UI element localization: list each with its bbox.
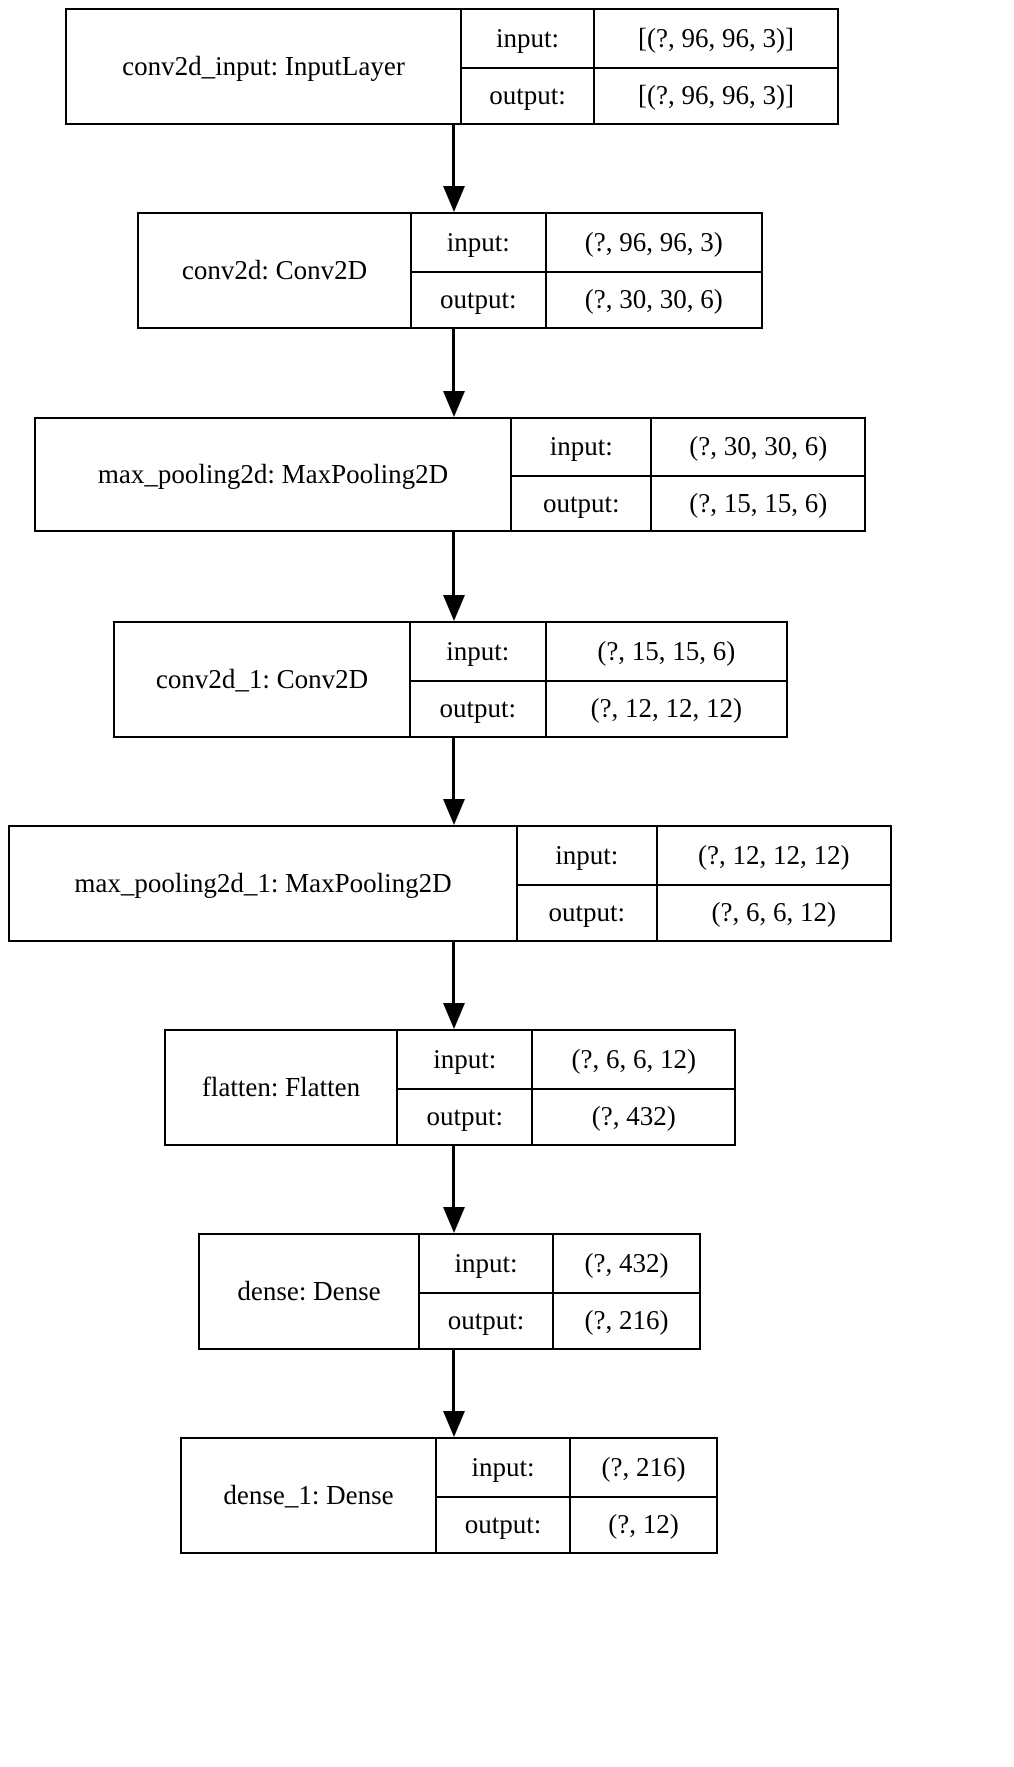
input-label: input: xyxy=(495,22,559,53)
io-row-output: output: [(?, 96, 96, 3)] xyxy=(462,66,837,123)
node-label: dense: Dense xyxy=(237,1275,381,1306)
input-shape-value: (?, 432) xyxy=(552,1235,699,1292)
edge-line xyxy=(452,532,455,597)
input-shape-value: [(?, 96, 96, 3)] xyxy=(593,10,837,67)
edge-line xyxy=(452,125,455,188)
io-row-output: output: (?, 12) xyxy=(437,1495,716,1552)
output-shape-value: (?, 432) xyxy=(531,1089,734,1144)
input-shape-value: (?, 96, 96, 3) xyxy=(544,214,761,271)
node-dense: dense: Dense input: (?, 432) output: (?, 216… xyxy=(198,1233,701,1350)
io-row-input: input: (?, 432) xyxy=(420,1235,699,1292)
output-label: output: xyxy=(440,284,517,315)
node-io-table: input: (?, 96, 96, 3) output: (?, 30, 30, 6… xyxy=(410,214,761,327)
io-row-output: output: (?, 12, 12, 12) xyxy=(411,679,786,736)
arrow-head-icon xyxy=(443,1207,465,1233)
input-shape-value: (?, 12, 12, 12) xyxy=(655,827,890,884)
node-label: max_pooling2d: MaxPooling2D xyxy=(97,458,449,489)
node-dense_1: dense_1: Dense input: (?, 216) output: (?, 1… xyxy=(180,1437,718,1554)
io-row-output: output: (?, 30, 30, 6) xyxy=(412,270,761,327)
node-max_pooling2d: max_pooling2d: MaxPooling2D input: (?, 30,… xyxy=(34,417,866,532)
edge-line xyxy=(452,1146,455,1209)
arrow-head-icon xyxy=(443,595,465,621)
edge-line xyxy=(452,329,455,393)
arrow-head-icon xyxy=(443,1411,465,1437)
arrow-head-icon xyxy=(443,391,465,417)
output-shape-value: (?, 12) xyxy=(569,1497,716,1552)
io-row-input: input: (?, 12, 12, 12) xyxy=(518,827,890,884)
input-shape-value: (?, 6, 6, 12) xyxy=(531,1031,734,1088)
input-label: input: xyxy=(446,226,510,257)
output-shape-value: (?, 6, 6, 12) xyxy=(655,885,890,940)
io-row-output: output: (?, 6, 6, 12) xyxy=(518,883,890,940)
input-shape-value: (?, 15, 15, 6) xyxy=(544,623,786,680)
input-shape-value: (?, 30, 30, 6) xyxy=(650,419,864,475)
io-row-output: output: (?, 216) xyxy=(420,1291,699,1348)
input-label: input: xyxy=(471,1451,535,1482)
arrow-head-icon xyxy=(443,1003,465,1029)
node-io-table: input: (?, 15, 15, 6) output: (?, 12, 12, 1… xyxy=(409,623,786,736)
output-shape-value: (?, 216) xyxy=(552,1293,699,1348)
output-label: output: xyxy=(447,1305,525,1336)
node-io-table: input: (?, 12, 12, 12) output: (?, 6, 6, 12… xyxy=(516,827,890,940)
input-label: input: xyxy=(446,635,510,666)
node-label: conv2d: Conv2D xyxy=(181,254,368,285)
node-label: max_pooling2d_1: MaxPooling2D xyxy=(74,867,452,898)
output-shape-value: [(?, 96, 96, 3)] xyxy=(593,68,837,123)
node-io-table: input: [(?, 96, 96, 3)] output: [(?, 96, 96… xyxy=(460,10,837,123)
node-conv2d_input: conv2d_input: InputLayer input: [(?, 96, 9… xyxy=(65,8,839,125)
node-io-table: input: (?, 30, 30, 6) output: (?, 15, 15, 6… xyxy=(510,419,864,530)
io-row-output: output: (?, 15, 15, 6) xyxy=(512,474,864,530)
output-label: output: xyxy=(489,80,566,111)
node-label: flatten: Flatten xyxy=(201,1071,361,1102)
node-max_pooling2d_1: max_pooling2d_1: MaxPooling2D input: (?, 1… xyxy=(8,825,892,942)
edge-line xyxy=(452,738,455,801)
node-io-table: input: (?, 432) output: (?, 216) xyxy=(418,1235,699,1348)
arrow-head-icon xyxy=(443,186,465,212)
io-row-input: input: (?, 6, 6, 12) xyxy=(398,1031,734,1088)
edge-line xyxy=(452,942,455,1005)
io-row-input: input: (?, 216) xyxy=(437,1439,716,1496)
node-label: dense_1: Dense xyxy=(223,1479,394,1510)
output-shape-value: (?, 15, 15, 6) xyxy=(650,476,864,530)
output-label: output: xyxy=(542,487,620,518)
input-label: input: xyxy=(433,1043,497,1074)
input-shape-value: (?, 216) xyxy=(569,1439,716,1496)
input-label: input: xyxy=(454,1247,518,1278)
node-label: conv2d_1: Conv2D xyxy=(155,663,369,694)
node-label: conv2d_input: InputLayer xyxy=(122,50,405,81)
output-label: output: xyxy=(548,897,626,928)
output-shape-value: (?, 30, 30, 6) xyxy=(544,272,761,327)
output-shape-value: (?, 12, 12, 12) xyxy=(544,681,786,736)
io-row-input: input: (?, 15, 15, 6) xyxy=(411,623,786,680)
edge-line xyxy=(452,1350,455,1413)
io-row-input: input: (?, 96, 96, 3) xyxy=(412,214,761,271)
node-io-table: input: (?, 216) output: (?, 12) xyxy=(435,1439,716,1552)
io-row-input: input: [(?, 96, 96, 3)] xyxy=(462,10,837,67)
arrow-head-icon xyxy=(443,799,465,825)
output-label: output: xyxy=(426,1101,503,1132)
input-label: input: xyxy=(555,839,619,870)
io-row-output: output: (?, 432) xyxy=(398,1087,734,1144)
output-label: output: xyxy=(439,693,517,724)
output-label: output: xyxy=(464,1509,542,1540)
input-label: input: xyxy=(549,431,613,462)
node-io-table: input: (?, 6, 6, 12) output: (?, 432) xyxy=(396,1031,734,1144)
io-row-input: input: (?, 30, 30, 6) xyxy=(512,419,864,475)
